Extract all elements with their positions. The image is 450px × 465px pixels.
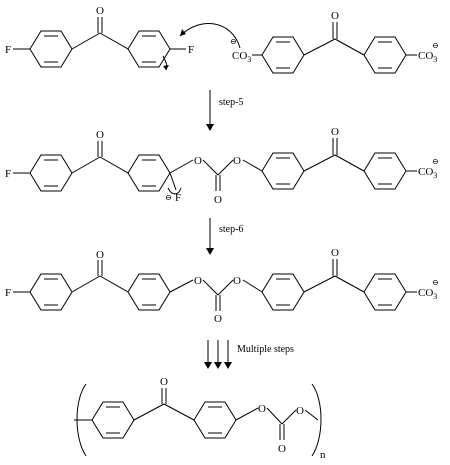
ether-oxygen: O — [194, 275, 202, 287]
fluorine-label: F — [5, 287, 11, 299]
ring-carbonyl-bond — [99, 275, 129, 293]
c-o-bond — [169, 159, 194, 174]
chain-end-bond — [304, 409, 319, 421]
carbonate-negative-charge: ⊖ — [432, 157, 439, 166]
carbonate-group: CO3 — [232, 50, 251, 64]
c-o-bond — [242, 279, 263, 293]
ring-carbonyl-bond — [303, 38, 336, 56]
step-5-label: step-5 — [219, 97, 243, 108]
arrow-head — [180, 29, 186, 36]
ring-carbonyl-bond — [334, 38, 365, 56]
ether-oxygen: O — [296, 405, 304, 417]
ring-carbonyl-bond — [99, 156, 129, 174]
carbonate-negative-charge: ⊖ — [432, 278, 439, 287]
arrow-head — [163, 65, 169, 70]
fluorine-label: F — [5, 44, 11, 56]
carbonate-group: CO3 — [418, 287, 437, 301]
ether-oxygen: O — [233, 275, 241, 287]
c-o-bond — [266, 407, 283, 425]
c-o-bond — [202, 279, 219, 296]
row-reactants: F O F CO3 ⊖ — [5, 5, 439, 74]
ring-carbonyl-bond — [133, 403, 165, 421]
multiple-steps-arrows: Multiple steps — [204, 340, 294, 369]
arrow-head — [224, 362, 232, 369]
ring-carbonyl-bond — [99, 32, 129, 50]
ring-carbonyl-bond — [71, 275, 101, 293]
carbonyl-oxygen: O — [96, 5, 104, 17]
c-o-bond — [217, 159, 234, 176]
ring-carbonyl-bond — [334, 275, 365, 293]
repeat-index: n — [320, 449, 326, 461]
c-o-bond — [202, 159, 219, 176]
carbonate-group: CO3 — [418, 166, 437, 180]
carbonyl-oxygen: O — [331, 126, 339, 138]
carbonyl-oxygen: O — [160, 376, 168, 388]
nucleophilic-attack-arrow — [179, 23, 241, 49]
c-o-bond — [169, 279, 194, 293]
c-f-bond — [169, 172, 177, 191]
arrow-head — [214, 362, 222, 369]
left-bracket — [76, 383, 87, 457]
carbonate-negative-charge: ⊖ — [230, 37, 237, 46]
ring-carbonyl-bond — [71, 32, 101, 50]
ring-carbonyl-bond — [303, 154, 336, 172]
fluorine-label: F — [188, 44, 194, 56]
c-o-bond — [242, 159, 263, 172]
multiple-steps-label: Multiple steps — [237, 344, 294, 355]
fluoride-leaving-arrow — [167, 187, 182, 195]
carbonyl-oxygen: O — [96, 129, 104, 141]
carbanion-charge: ⊖ — [165, 193, 172, 202]
ring-carbonyl-bond — [71, 156, 101, 174]
carbonyl-oxygen: O — [331, 247, 339, 259]
fluorine-label: F — [5, 168, 11, 180]
bis-carbonate-benzophenone-structure: CO3 ⊖ O CO3 ⊖ — [230, 10, 439, 74]
ether-oxygen: O — [233, 155, 241, 167]
step-6-arrow: step-6 — [206, 218, 243, 255]
carbonate-oxygen: O — [214, 313, 222, 325]
ether-oxygen: O — [258, 403, 266, 415]
carbonate-oxygen: O — [278, 443, 286, 455]
row-intermediate: F O ⊖ F O O O O CO — [5, 126, 439, 206]
fluorine-label: F — [175, 192, 181, 204]
arrow-head — [206, 248, 214, 255]
carbonyl-oxygen: O — [331, 10, 339, 22]
ring-carbonyl-bond — [163, 403, 195, 421]
ring-carbonyl-bond — [303, 275, 336, 293]
ring-carbonyl-bond — [334, 154, 365, 172]
right-bracket — [311, 383, 322, 457]
carbonate-group: CO3 — [418, 50, 437, 64]
carbonate-oxygen: O — [214, 194, 222, 206]
c-o-bond — [281, 409, 297, 425]
arrow-head — [206, 124, 214, 131]
difluorobenzophenone-structure: F O F — [5, 5, 241, 71]
step-6-label: step-6 — [219, 224, 243, 235]
arrow-head — [204, 362, 212, 369]
ether-oxygen: O — [194, 155, 202, 167]
c-o-bond — [217, 279, 234, 296]
carbonate-negative-charge: ⊖ — [432, 41, 439, 50]
step-5-arrow: step-5 — [206, 90, 243, 131]
c-o-bond — [235, 407, 259, 421]
carbonyl-oxygen: O — [96, 249, 104, 261]
polymer-repeat-unit: n O O O O — [74, 376, 326, 461]
row-product: F O O O O O CO3 ⊖ — [5, 247, 439, 325]
